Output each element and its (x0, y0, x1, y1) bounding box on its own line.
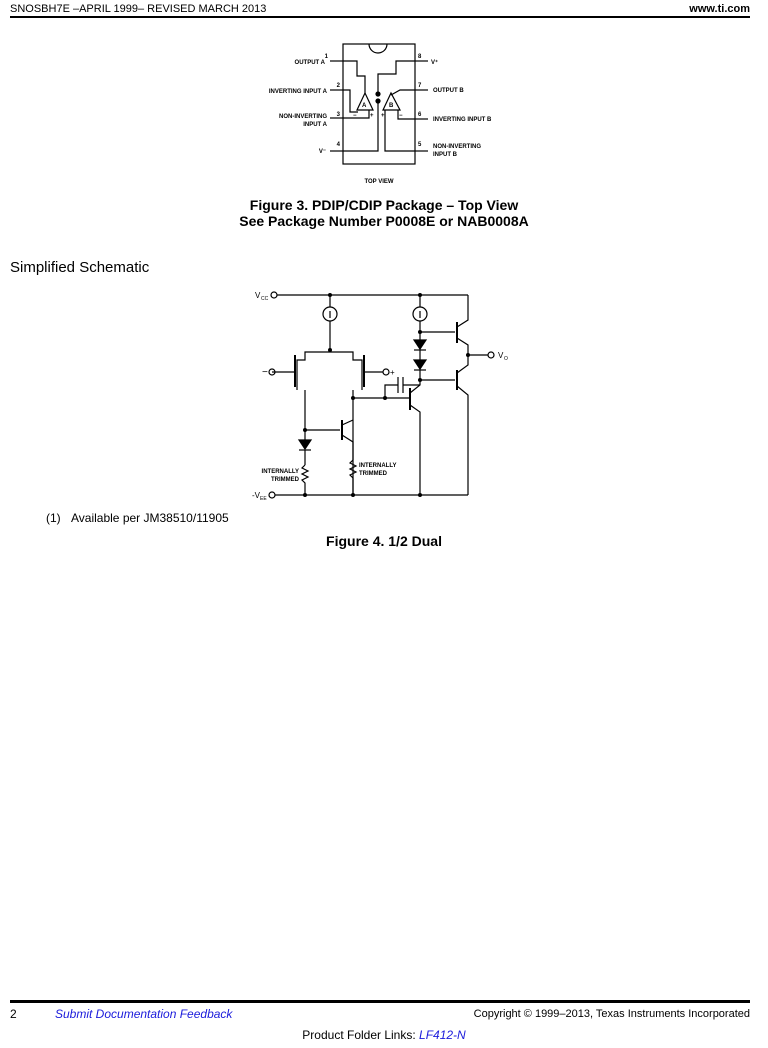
trim-right-label-2: TRIMMED (359, 471, 388, 477)
document-id: SNOSBH7E –APRIL 1999– REVISED MARCH 2013 (10, 3, 267, 15)
vcc-subscript: CC (261, 296, 269, 302)
amp-a-minus: − (353, 113, 357, 119)
trim-right-label: INTERNALLY (359, 463, 396, 469)
pinout-diagram: 1 OUTPUT A 2 INVERTING INPUT A 3 NON-INV… (269, 43, 492, 185)
footnote-text: Available per JM38510/11905 (71, 511, 229, 525)
page-number: 2 (10, 1007, 17, 1021)
product-link[interactable]: LF412-N (419, 1028, 466, 1042)
vee-label: -V (252, 491, 261, 500)
header-rule (10, 16, 750, 18)
figure3-caption: Figure 3. PDIP/CDIP Package – Top View (249, 197, 519, 213)
pin-5-label: NON-INVERTING (433, 144, 481, 150)
footnote-marker: (1) (46, 511, 61, 525)
pin-8-label: V⁺ (431, 59, 438, 66)
feedback-link[interactable]: Submit Documentation Feedback (55, 1007, 233, 1021)
pin-5-label-2: INPUT B (433, 152, 458, 158)
site-link[interactable]: www.ti.com (689, 3, 750, 15)
figure4-caption: Figure 4. 1/2 Dual (326, 533, 442, 549)
trim-left-label-2: TRIMMED (271, 477, 300, 483)
package-outline (342, 43, 416, 165)
pin-8-number: 8 (418, 54, 422, 60)
pin-3-label-2: INPUT A (303, 122, 327, 128)
figure3-caption-2: See Package Number P0008E or NAB0008A (239, 213, 529, 229)
pin-6-number: 6 (418, 112, 422, 118)
pin-1-label: OUTPUT A (295, 60, 326, 66)
noninverting-input-label: + (390, 368, 395, 377)
amp-a-plus: + (370, 113, 374, 119)
amp-b-plus: + (381, 113, 385, 119)
pin-1-number: 1 (325, 54, 329, 60)
amp-b-minus: − (399, 113, 403, 119)
vee-subscript: EE (260, 496, 267, 502)
pin-3-number: 3 (337, 112, 341, 118)
amp-a-label: A (362, 103, 367, 109)
pin-3-label: NON-INVERTING (279, 114, 327, 120)
vo-subscript: O (504, 356, 508, 362)
pin-7-number: 7 (418, 83, 422, 89)
footer-rule (10, 1000, 750, 1003)
pin-4-label: V⁻ (319, 149, 326, 155)
pin-5-number: 5 (418, 142, 422, 148)
pin-2-number: 2 (337, 83, 341, 89)
amp-b-label: B (389, 103, 394, 109)
vo-label: V (498, 351, 504, 360)
pin-7-label: OUTPUT B (433, 88, 464, 94)
package-notch (368, 43, 388, 54)
vcc-label: V (255, 291, 261, 300)
amp-b-triangle (382, 91, 401, 111)
pin-4-number: 4 (337, 142, 341, 148)
inverting-input-label: − (262, 367, 268, 378)
pin-6-label: INVERTING INPUT B (433, 117, 492, 123)
top-view-label: TOP VIEW (364, 179, 393, 185)
amp-a-triangle (356, 91, 374, 111)
product-folder-label: Product Folder Links: (302, 1028, 420, 1042)
schematic-diagram: V CC -V EE V O − + INTERNALLY TRIMMED IN… (252, 291, 508, 502)
product-folder-links: Product Folder Links: LF412-N (0, 1028, 768, 1042)
section-title: Simplified Schematic (10, 259, 150, 276)
copyright: Copyright © 1999–2013, Texas Instruments… (473, 1008, 750, 1020)
trim-left-label: INTERNALLY (262, 469, 299, 475)
pin-2-label: INVERTING INPUT A (269, 89, 328, 95)
